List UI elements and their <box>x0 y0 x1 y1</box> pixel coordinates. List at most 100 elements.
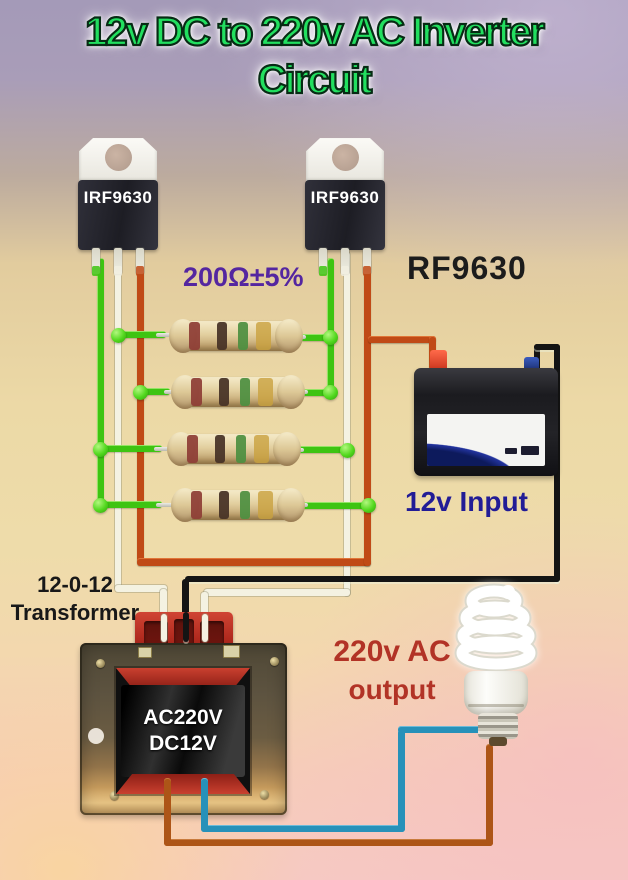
junction-dot <box>323 330 338 345</box>
junction-dot <box>93 498 108 513</box>
resistor-lead <box>154 447 176 451</box>
wire-green-right-vertical <box>327 258 334 398</box>
transformer-coil: AC220V DC12V <box>121 685 245 777</box>
resistor-band-3 <box>240 491 250 519</box>
resistor-end-cap <box>277 488 305 522</box>
leg-tip <box>341 266 349 276</box>
frame-bracket <box>223 645 240 658</box>
mosfet-body: IRF9630 <box>78 180 158 250</box>
battery-label-mark <box>521 446 539 455</box>
wire-orange-bottom-horizontal <box>137 558 371 566</box>
output-caption-line2: output <box>348 673 436 705</box>
mosfet-right-label: IRF9630 <box>310 188 380 207</box>
wire-blue-riser <box>398 729 405 832</box>
transformer-caption: 12-0-12 Transformer <box>8 571 142 626</box>
junction-dot <box>361 498 376 513</box>
wire-white-left-horizontal <box>115 585 167 592</box>
wire-green-stub-r3-right <box>298 446 347 453</box>
resistor-band-1 <box>187 435 198 463</box>
bobbin-flange-top <box>116 668 250 688</box>
leg-tip <box>363 266 371 276</box>
wire-green-stub-r4-left <box>100 501 162 508</box>
mosfet-leg <box>136 248 144 276</box>
bobbin-flange-bottom <box>116 774 250 794</box>
junction-dot <box>133 385 148 400</box>
leg-tip <box>92 266 100 276</box>
wire-white-right-horizontal <box>204 589 350 596</box>
screw-icon <box>260 790 269 799</box>
junction-dot <box>323 385 338 400</box>
screw-icon <box>270 657 279 666</box>
transformer-pin-right <box>202 614 208 642</box>
resistor-band-1 <box>191 491 202 519</box>
transformer-pin-left <box>161 614 167 642</box>
mosfet-leg <box>319 248 327 276</box>
wire-white-right-vertical <box>344 252 350 596</box>
resistor-lead <box>156 503 180 507</box>
wire-black-transformer-drop <box>182 579 189 642</box>
screw-icon <box>96 659 105 668</box>
wire-blue-to-bulb <box>398 726 484 733</box>
bulb-base <box>464 671 528 715</box>
transformer-marking-line2: DC12V <box>149 732 217 755</box>
resistor-band-3 <box>236 435 246 463</box>
resistor-end-cap <box>275 319 303 353</box>
wire-black-bottom-horizontal <box>185 576 560 582</box>
resistor-band-3 <box>238 322 248 350</box>
resistor-band-2 <box>217 322 227 350</box>
wire-blue-horizontal <box>201 825 405 832</box>
wire-brown-horizontal <box>164 839 493 846</box>
transformer-caption-line2: Transformer <box>10 599 140 625</box>
resistor-band-4 <box>256 322 271 350</box>
wire-green-stub-r3-left <box>100 445 162 452</box>
resistor-band-4 <box>254 435 269 463</box>
mosfet-part-label: RF9630 <box>407 250 527 286</box>
resistor-band-4 <box>258 378 273 406</box>
output-caption: 220v AC output <box>332 632 452 709</box>
resistor-4 <box>171 488 305 522</box>
transformer-pin-center <box>183 612 189 642</box>
leg-tip <box>114 266 122 276</box>
resistor-band-2 <box>219 491 229 519</box>
transformer-caption-line1: 12-0-12 <box>37 572 113 597</box>
leg-tip <box>136 266 144 276</box>
mosfet-leg <box>92 248 100 276</box>
frame-bracket <box>138 647 152 658</box>
resistor-band-2 <box>215 435 225 463</box>
mosfet-left-label: IRF9630 <box>83 188 153 207</box>
resistor-band-4 <box>258 491 273 519</box>
mosfet-leg <box>114 248 122 276</box>
bulb-base-ridge <box>468 704 524 707</box>
resistor-end-cap <box>277 375 305 409</box>
mosfet-body: IRF9630 <box>305 180 385 250</box>
bulb-screw-cap <box>478 713 518 739</box>
cfl-bulb <box>438 583 558 749</box>
wire-white-left-vertical <box>115 252 121 590</box>
battery-caption: 12v Input <box>405 486 528 517</box>
resistor-band-1 <box>189 322 200 350</box>
resistor-band-3 <box>240 378 250 406</box>
wire-green-stub-r2-right <box>302 389 330 396</box>
wire-blue-transformer-drop <box>201 778 208 832</box>
wire-green-left-vertical <box>97 258 104 510</box>
battery-body <box>414 368 558 476</box>
bulb-spiral <box>454 583 538 672</box>
transformer-frame: AC220V DC12V <box>80 643 287 815</box>
wire-brown-transformer-drop <box>164 778 171 846</box>
mosfet-leg <box>341 248 349 276</box>
wire-green-stub-r2-left <box>140 388 170 395</box>
wire-orange-battery-branch <box>368 336 436 343</box>
resistor-value-label: 200Ω±5% <box>183 262 304 292</box>
wire-orange-left-vertical <box>137 258 144 564</box>
resistor-band-1 <box>191 378 202 406</box>
resistor-lead <box>156 333 178 337</box>
junction-dot <box>93 442 108 457</box>
resistor-end-cap <box>273 432 301 466</box>
wire-black-top-horizontal <box>534 344 560 350</box>
resistor-1 <box>169 319 303 353</box>
resistor-3 <box>167 432 301 466</box>
mosfet-left: IRF9630 <box>78 138 160 278</box>
battery-12v <box>414 350 558 476</box>
junction-dot <box>340 443 355 458</box>
mosfet-leg <box>363 248 371 276</box>
